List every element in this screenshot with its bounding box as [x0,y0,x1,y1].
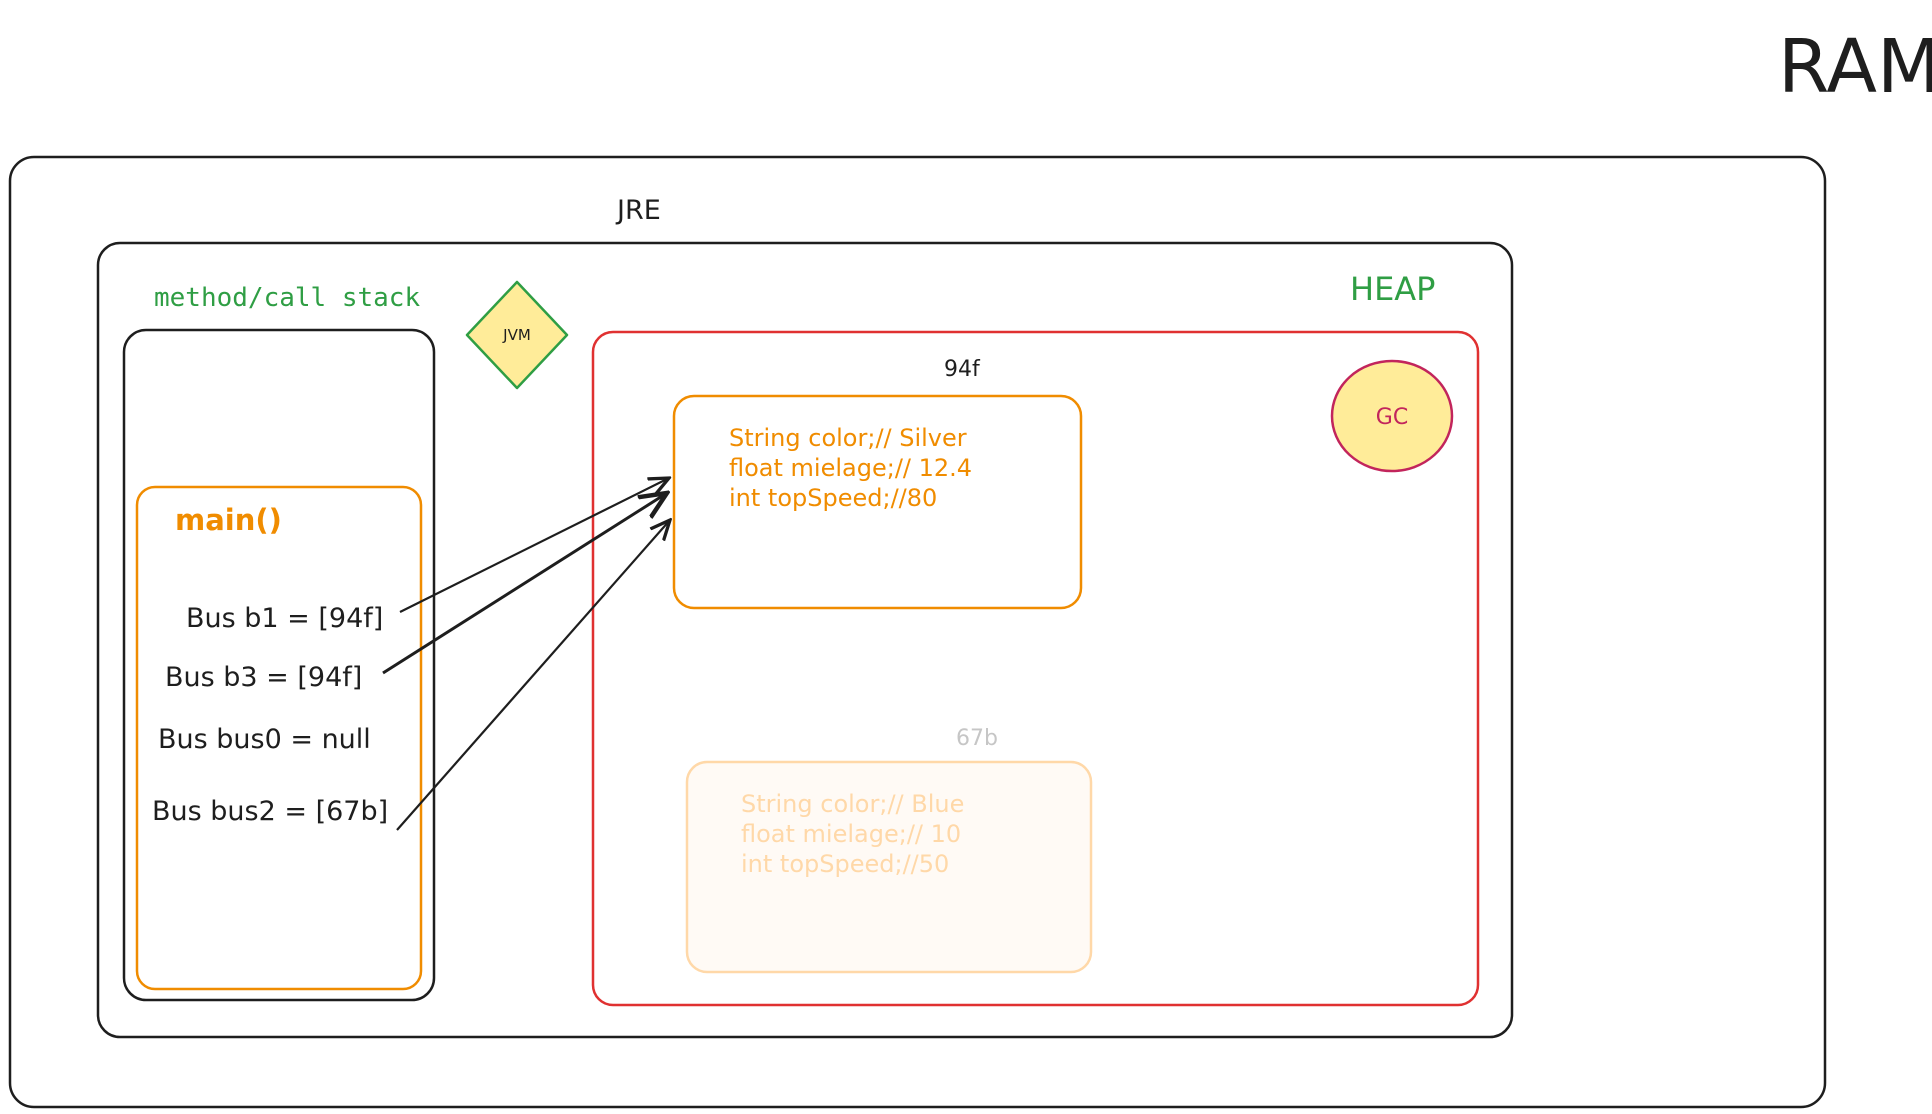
jvm-diamond: JVM [465,280,569,390]
jre-label: JRE [615,195,661,226]
heap-object-address: 67b [956,726,998,751]
heap-object-field: String color;// Silver [729,424,967,452]
heap-object-box [672,394,1083,610]
heap-box [591,330,1480,1007]
stack-var-b1: Bus b1 = [94f] [186,603,383,634]
main-frame-label: main() [175,503,282,537]
heap-object-field: int topSpeed;//50 [741,850,949,878]
heap-object-box [685,760,1093,974]
stack-var-b3: Bus b3 = [94f] [165,662,362,693]
stack-var-bus2: Bus bus2 = [67b] [152,796,388,827]
garbage-collector: GC [1330,359,1454,473]
heap-object-field: float mielage;// 10 [741,820,961,848]
jre-box [96,241,1514,1039]
heap-object-field: float mielage;// 12.4 [729,454,972,482]
ram-box [8,155,1827,1109]
reference-arrow [382,493,667,675]
heap-object-field: int topSpeed;//80 [729,484,937,512]
reference-arrow [399,478,669,613]
ram-title: RAM [1778,24,1932,110]
heap-label: HEAP [1350,270,1435,308]
jvm-label: JVM [502,326,531,344]
heap-object-address: 94f [944,357,981,382]
main-frame-box [135,485,423,991]
heap-object-field: String color;// Blue [741,790,964,818]
call-stack-box [122,328,436,1002]
gc-label: GC [1376,405,1408,430]
stack-var-bus0: Bus bus0 = null [158,724,371,755]
reference-arrow [396,520,670,831]
call-stack-label: method/call stack [154,283,420,313]
